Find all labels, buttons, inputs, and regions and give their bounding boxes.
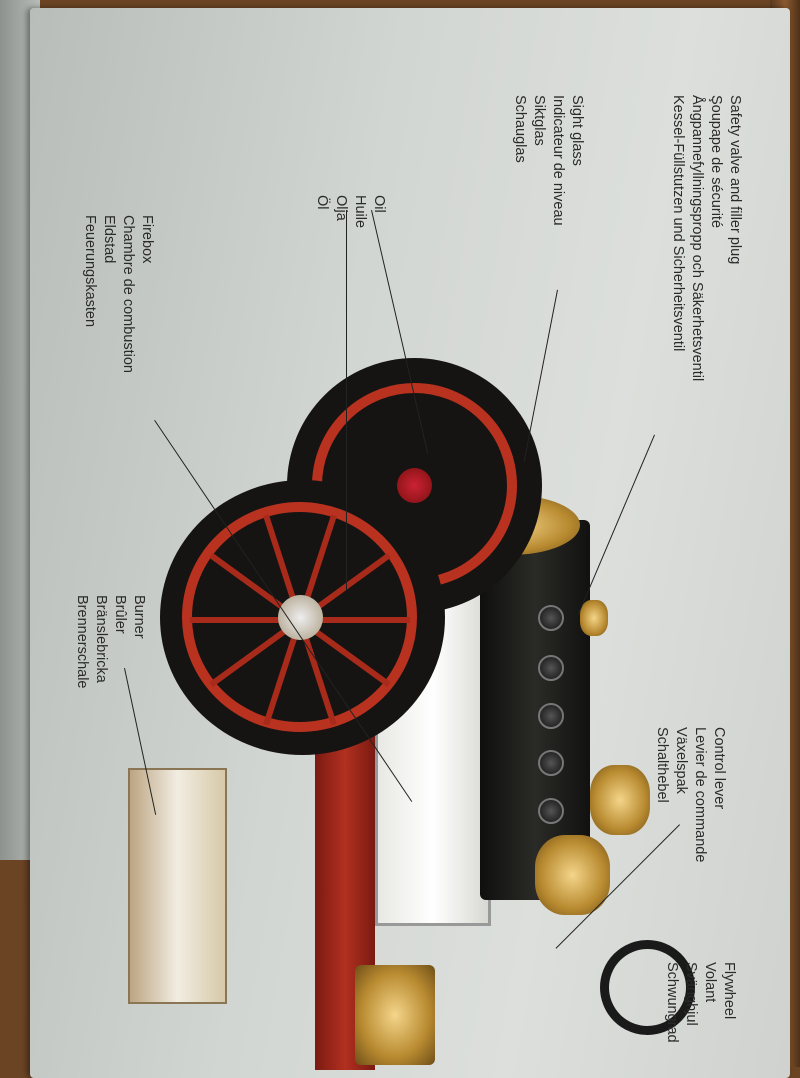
flywheel xyxy=(600,940,695,1035)
front-wheel xyxy=(160,480,445,755)
boiler xyxy=(480,520,590,900)
leader-line xyxy=(346,210,347,590)
cylinder xyxy=(590,765,650,835)
safety-valve xyxy=(580,600,608,636)
cylinder xyxy=(535,835,610,915)
burner-tray xyxy=(128,768,227,1004)
engine-block xyxy=(355,965,435,1065)
